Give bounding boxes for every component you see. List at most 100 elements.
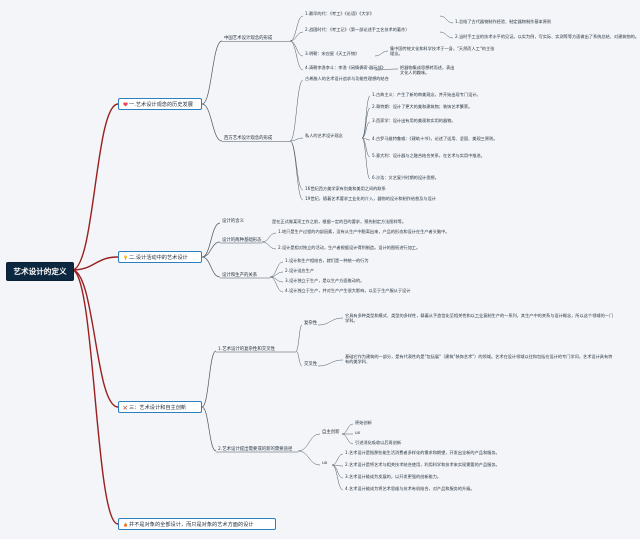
node-china-history[interactable]: 中国艺术设计观念的形成	[224, 36, 273, 41]
connector-leaf	[289, 15, 304, 42]
connector-leaf	[341, 433, 354, 445]
connector-leaf	[331, 464, 344, 491]
node-china-item: 1.最早的代：《考工》《论语》《大学》	[305, 11, 374, 16]
connector-leaf	[361, 95, 371, 139]
connector-leaf	[269, 271, 284, 278]
node-china-note: 把器物集成思想转而述，表出 文化人的趣味。	[400, 65, 455, 76]
connector-leaf	[361, 137, 371, 141]
connector-leaf	[361, 137, 371, 180]
node-west-note: 3.西家学：设计出有用的美观和实用的器物。	[372, 118, 456, 123]
connector-leaf	[361, 121, 371, 139]
node-west-note: 4.古罗马维特鲁威：《建筑十书》，论述了适用、坚固、美观三原则。	[372, 136, 498, 141]
connector-branch-child	[201, 40, 223, 105]
node-china-note: 1.总结了古代器物制作经验、制定器物制作基本原则	[455, 19, 552, 24]
connector-branch-child	[201, 350, 217, 408]
node-ux-sub: 4.艺术设计能成为将艺术思维与技术有机结合，对产品和服务的升级。	[345, 486, 475, 491]
node-ux-sub: 2.艺术设计是将艺术与相关技术结合使用，利用科学和技术来实现需要的产品服务。	[345, 462, 500, 467]
node-west-item: 16世纪西方美学家有别美和美用之间的联系	[305, 186, 386, 191]
connector-leaf	[331, 464, 344, 479]
connector-root-branch	[71, 103, 119, 271]
node-west-history[interactable]: 西方艺术设计观念的形成	[224, 136, 273, 141]
node-ux-sub: 3.艺术设计能成为发展的，以开发更强的创新能力。	[345, 474, 442, 479]
root-node[interactable]: 艺术设计的定义	[6, 262, 74, 281]
node-west-note: 6.沙浩：文艺复兴时期的设计思想。	[372, 175, 439, 180]
node-west-note: 2.哥特期：设计了更大的美和建筑物；装饰艺术繁荣。	[372, 104, 473, 109]
connector-leaf	[297, 433, 321, 452]
node-design-production[interactable]: 设计和生产的关系	[222, 273, 258, 278]
node-self-innovation-sub: 原始创新	[355, 420, 372, 425]
branch-node-aesthetic-design[interactable]: 并不是对象的全部设计，而只是对象的艺术方面的设计	[118, 518, 276, 530]
connector-leaf	[374, 68, 399, 71]
node-complexity[interactable]: 1.艺术设计的复杂性和交叉性	[218, 347, 275, 352]
node-intersection-sub: 交叉性	[304, 362, 318, 367]
node-design-production-item: 4.设计独立于生产，并对生产产生很大影响，以至于生产服从于设计	[285, 288, 411, 293]
node-china-item: 2.战国时代：《考工记》（第一部论述手工艺技术的著作）	[305, 27, 410, 32]
node-design-production-item: 3.设计独立于生产，是以生产方面推动的。	[285, 278, 365, 283]
connector-leaf	[317, 317, 344, 326]
node-west-item: 古希腊人的艺术设计追求与功能性理想的结合	[305, 76, 389, 81]
connector-leaf	[331, 453, 344, 466]
connector-leaf	[289, 40, 304, 57]
connector-root-branch	[71, 269, 119, 525]
connector-leaf	[289, 31, 304, 42]
connector-branch-child	[201, 222, 221, 258]
node-two-forms-item: 2.设计是相对独立的活动，生产者根据设计得到制造。设计的图纸进行加工。	[278, 245, 421, 250]
connector-leaf	[361, 107, 371, 139]
node-design-meaning[interactable]: 设计的含义	[222, 219, 244, 224]
fire-icon	[123, 520, 128, 527]
connector-leaf	[439, 15, 454, 24]
node-self-innovation-sub: 引进消化吸收以后再创新	[355, 440, 402, 445]
node-self-innovation-sub: ux	[355, 430, 361, 435]
branch-node-innovation[interactable]: 三：艺术设计和自主创新	[118, 401, 202, 413]
connector-root-branch	[71, 269, 119, 408]
connector-leaf	[289, 140, 304, 191]
connector-leaf	[261, 232, 277, 243]
connector-branch-child	[201, 256, 221, 278]
node-design-meaning-desc: 是在正式做某项工作之前，根据一定的目的要求，预先制定方法图样等。	[272, 219, 407, 224]
node-ux: ux	[322, 461, 328, 466]
connector-leaf	[269, 261, 284, 278]
connector-branch-child	[201, 103, 223, 142]
lightbulb-icon	[123, 253, 128, 260]
node-intersection-text: 基础它作为建筑的一部分，是有代表性的是"包括展"（建筑"装饰艺术"）的领域。艺术…	[345, 354, 613, 365]
node-complexity-sub: 复杂性	[304, 321, 318, 326]
connector-leaf	[269, 276, 284, 293]
connector-leaf	[439, 31, 454, 39]
branch-label: 三：艺术设计和自主创新	[129, 405, 187, 411]
connector-leaf	[261, 241, 277, 250]
node-west-note: 5.意大利：设计器与之融合结合关系，在艺术与实用中推进。	[372, 153, 485, 158]
node-ux-sub: 1.艺术设计是指那些能生活消费者多样化的需求和期望，开发出全新的产品和服务。	[345, 450, 500, 455]
branch-label: 二.设计活动中的艺术设计	[129, 255, 188, 261]
connector-leaf	[297, 450, 321, 466]
connector-leaf	[341, 423, 354, 435]
connector-leaf	[289, 40, 304, 71]
heart-icon	[123, 100, 128, 107]
node-west-item: 19世纪，随着艺术要求工业化的介入，器物的设计和制作给普及与设计	[305, 196, 436, 201]
node-china-item: 3.明朝：宋应星《天工开物》	[305, 51, 360, 56]
connector-leaf	[317, 359, 344, 367]
branch-label: 一.艺术设计观念的历史发展	[129, 102, 193, 108]
node-two-forms-item: 1.地只是生产过程的内部因素，没有从生产中脱离出来，产品的形态和设计在生产者头脑…	[278, 229, 450, 234]
node-innovation-path[interactable]: 2.艺术设计提出需要或的新的需要途径	[218, 447, 293, 452]
branch-node-history[interactable]: 一.艺术设计观念的历史发展	[118, 98, 202, 110]
connector-leaf	[295, 350, 303, 367]
node-china-item: 4.清朝李渔李斗：李渔《闲情偶寄·器玩部》	[305, 65, 386, 70]
node-two-forms[interactable]: 设计的两种基础形态	[222, 238, 262, 243]
node-self-innovation: 自主创新	[322, 430, 340, 435]
node-complexity-text: 它具有多种类型和模式、类型的多样性，载着从手造信化至相关性和以工业复制生产的一系…	[345, 313, 614, 324]
node-design-production-item: 1.设计和生产相结合，就们是一种统一的行为	[285, 258, 369, 263]
connector-branch-child	[201, 241, 221, 258]
connector-leaf	[374, 50, 389, 57]
node-west-item: 私人的艺术设计观念	[305, 133, 343, 138]
tools-icon	[123, 403, 128, 410]
node-design-production-item: 2.设计适应生产	[285, 268, 315, 273]
connector-root-branch	[71, 256, 119, 271]
connector-leaf	[361, 137, 371, 158]
branch-node-design-activity[interactable]: 二.设计活动中的艺术设计	[118, 251, 202, 263]
node-china-note: 2.当时手工业的技术水平的见证。以实为例，写实际、实测等等方面做出了系统总结、对…	[455, 34, 640, 39]
connector-leaf	[289, 137, 304, 142]
connector-leaf	[295, 324, 303, 352]
connector-leaf	[331, 464, 344, 467]
connector-leaf	[289, 79, 304, 142]
